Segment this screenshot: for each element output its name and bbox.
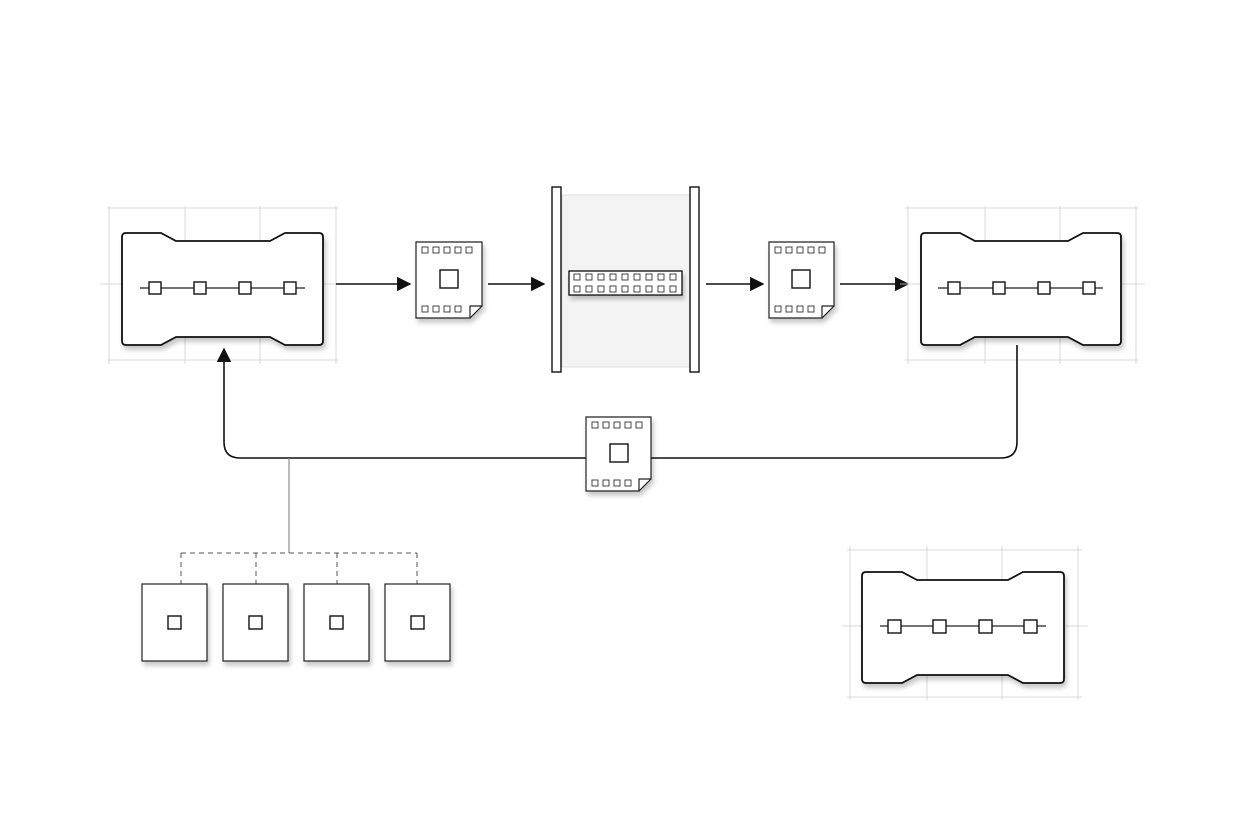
tile-fanout xyxy=(180,458,418,584)
node xyxy=(238,281,252,295)
node xyxy=(887,619,902,634)
node xyxy=(283,281,297,295)
sink-module xyxy=(900,206,1145,364)
standalone-module xyxy=(842,546,1088,700)
packet-out xyxy=(768,241,835,319)
channel xyxy=(551,186,700,373)
packet-feedback xyxy=(585,416,652,492)
packet-in xyxy=(415,241,483,319)
node xyxy=(1082,281,1096,295)
node xyxy=(1023,619,1038,634)
node xyxy=(193,281,207,295)
node xyxy=(1037,281,1051,295)
node xyxy=(992,281,1006,295)
tile-4 xyxy=(384,583,451,662)
chip-module-icon xyxy=(861,571,1065,684)
tile-1 xyxy=(141,583,208,662)
film-strip-icon xyxy=(568,270,683,296)
tile-2 xyxy=(222,583,289,662)
node xyxy=(148,281,162,295)
chip-module-icon xyxy=(121,232,324,346)
channel-right-wall xyxy=(689,186,700,373)
node xyxy=(978,619,993,634)
node xyxy=(947,281,961,295)
channel-left-wall xyxy=(551,186,562,373)
chip-module-icon xyxy=(920,232,1122,346)
source-module xyxy=(100,206,345,364)
tile-3 xyxy=(303,583,370,662)
node xyxy=(932,619,947,634)
